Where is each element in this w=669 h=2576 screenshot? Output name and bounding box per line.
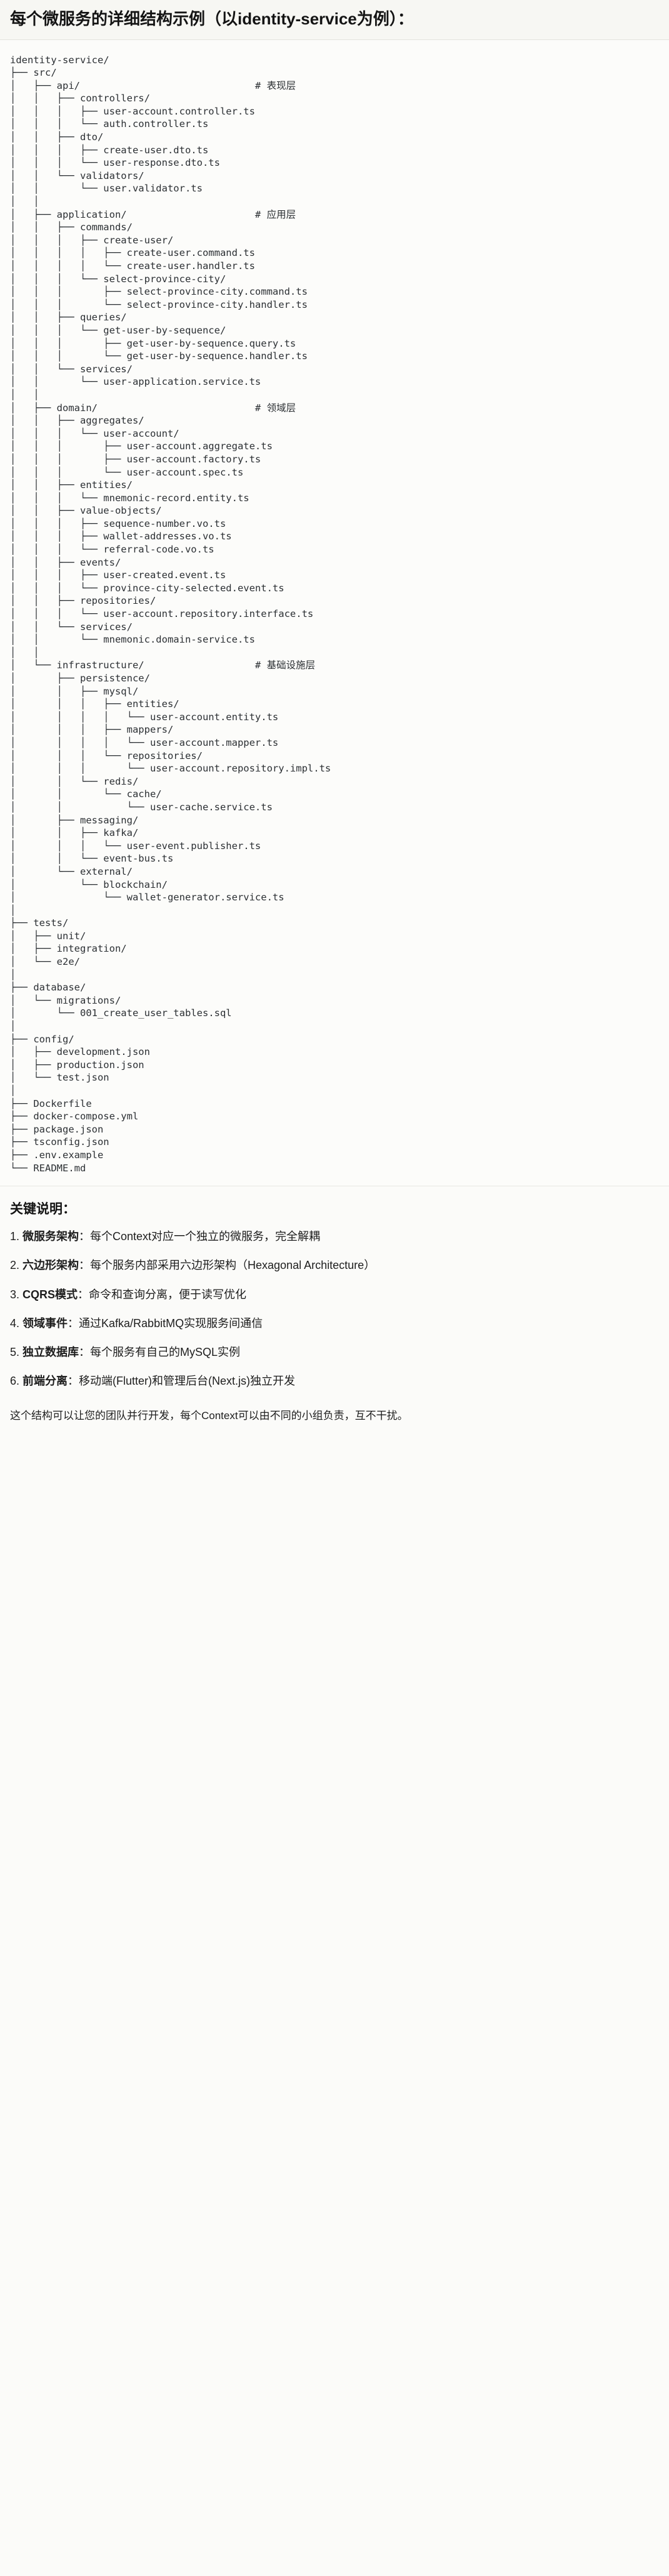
key-note-term: 微服务架构 xyxy=(23,1230,79,1243)
key-note-separator: ： xyxy=(68,1374,79,1387)
key-note-description: 通过Kafka/RabbitMQ实现服务间通信 xyxy=(79,1316,263,1330)
key-note-separator: ： xyxy=(79,1345,91,1358)
key-note-term: 领域事件 xyxy=(23,1316,68,1330)
key-note-number: 6. xyxy=(10,1374,23,1387)
key-note-term: 独立数据库 xyxy=(23,1345,79,1358)
key-note-description: 每个服务内部采用六边形架构（Hexagonal Architecture） xyxy=(90,1259,376,1272)
key-note-separator: ： xyxy=(78,1288,89,1301)
key-note-number: 1. xyxy=(10,1230,23,1243)
key-notes-title: 关键说明： xyxy=(10,1202,76,1217)
key-note-item: 5. 独立数据库：每个服务有自己的MySQL实例 xyxy=(10,1344,659,1360)
key-note-description: 移动端(Flutter)和管理后台(Next.js)独立开发 xyxy=(79,1374,296,1387)
key-note-description: 命令和查询分离，便于读写优化 xyxy=(89,1288,247,1301)
key-note-item: 2. 六边形架构：每个服务内部采用六边形架构（Hexagonal Archite… xyxy=(10,1257,659,1273)
key-note-description: 每个Context对应一个独立的微服务，完全解耦 xyxy=(90,1230,321,1243)
key-note-term: 六边形架构 xyxy=(23,1259,79,1272)
key-note-number: 2. xyxy=(10,1259,23,1272)
key-note-number: 5. xyxy=(10,1345,23,1358)
key-note-term: CQRS模式 xyxy=(23,1288,78,1301)
key-note-item: 4. 领域事件：通过Kafka/RabbitMQ实现服务间通信 xyxy=(10,1315,659,1331)
directory-tree-text: identity-service/ ├── src/ │ ├── api/ # … xyxy=(10,54,331,1174)
key-note-description: 每个服务有自己的MySQL实例 xyxy=(90,1345,241,1358)
key-note-separator: ： xyxy=(79,1230,91,1243)
key-note-separator: ： xyxy=(79,1259,91,1272)
key-note-term: 前端分离 xyxy=(23,1374,68,1387)
key-note-item: 1. 微服务架构：每个Context对应一个独立的微服务，完全解耦 xyxy=(10,1228,659,1245)
directory-tree-block: identity-service/ ├── src/ │ ├── api/ # … xyxy=(0,39,669,1186)
header-bar: 每个微服务的详细结构示例（以identity-service为例）： xyxy=(0,0,669,40)
key-note-separator: ： xyxy=(68,1316,79,1330)
closing-paragraph: 这个结构可以让您的团队并行开发，每个Context可以由不同的小组负责，互不干扰… xyxy=(10,1409,408,1422)
key-note-item: 3. CQRS模式：命令和查询分离，便于读写优化 xyxy=(10,1286,659,1303)
key-note-number: 4. xyxy=(10,1316,23,1330)
page-title: 每个微服务的详细结构示例（以identity-service为例）： xyxy=(10,9,414,28)
key-note-number: 3. xyxy=(10,1288,23,1301)
key-note-item: 6. 前端分离：移动端(Flutter)和管理后台(Next.js)独立开发 xyxy=(10,1373,659,1389)
